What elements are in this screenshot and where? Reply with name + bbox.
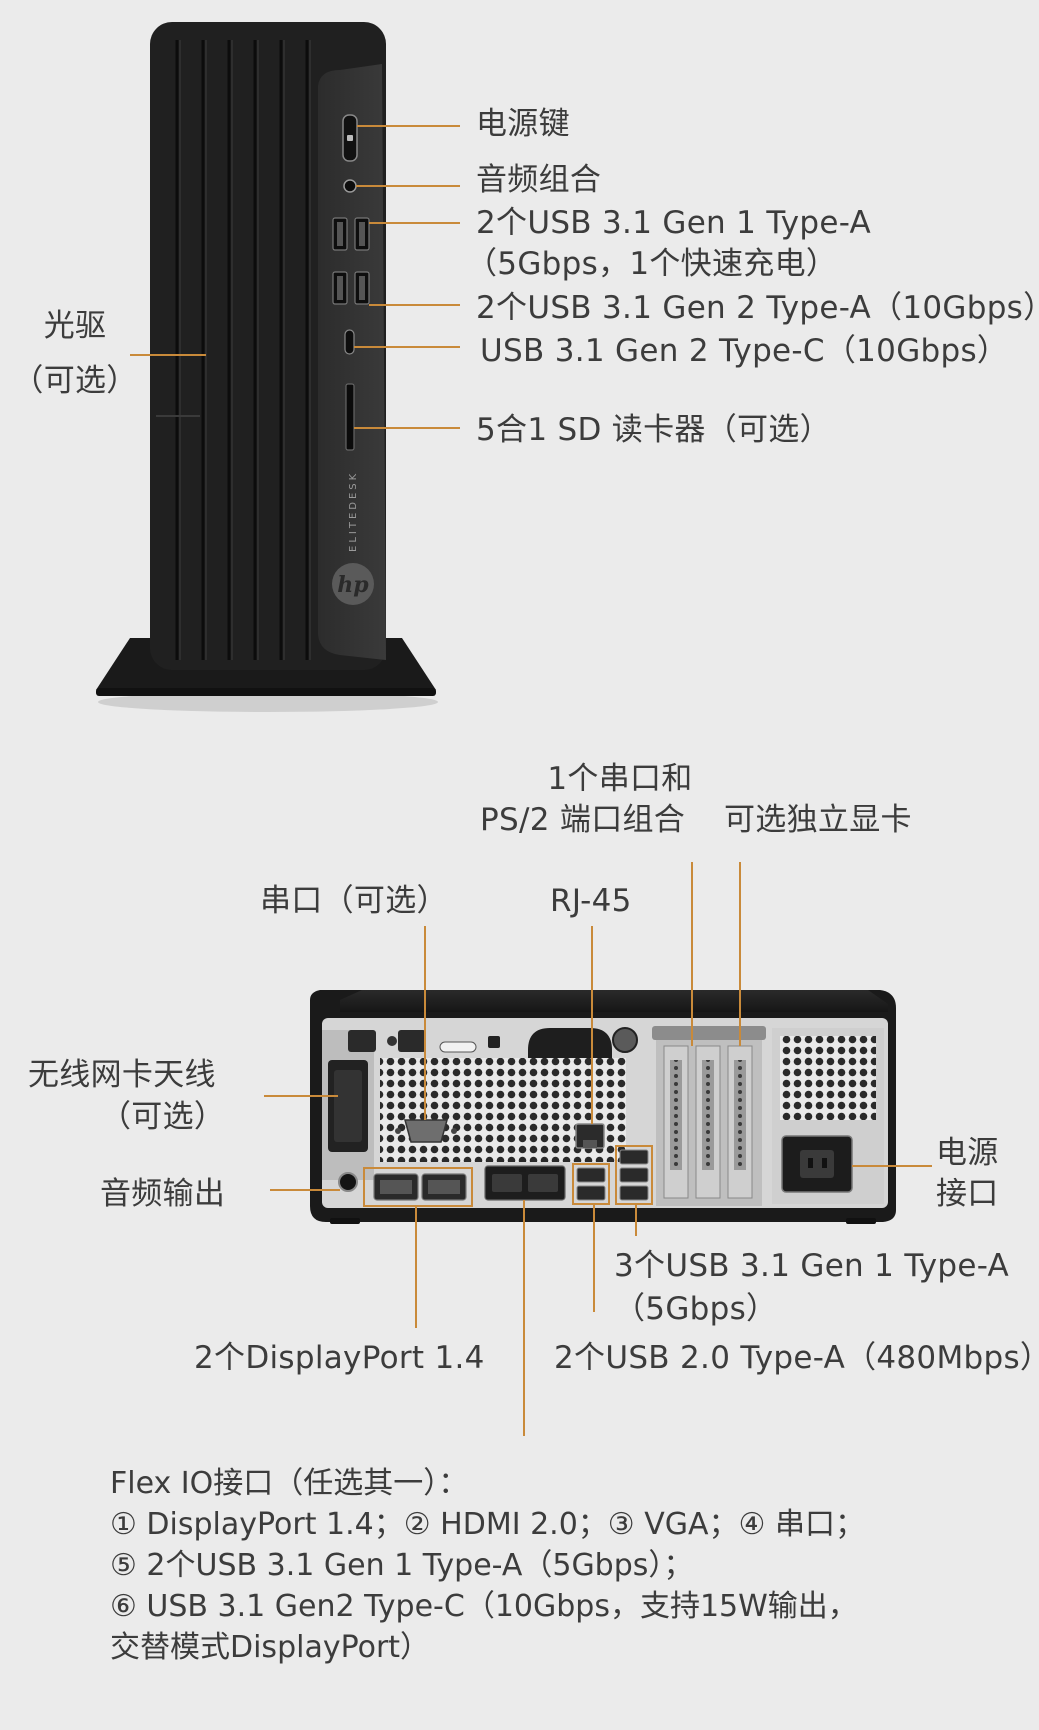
label-serial-ps2-line1: 1个串口和	[547, 761, 693, 797]
label-usb31-line1: 3个USB 3.1 Gen 1 Type-A	[614, 1248, 1010, 1284]
sd-reader-slot-icon	[345, 383, 355, 451]
label-usb31-line2: （5Gbps）	[614, 1291, 778, 1327]
label-wifi-line1: 无线网卡天线	[28, 1057, 216, 1093]
label-power-button: 电源键	[476, 106, 570, 142]
flex-io-line3: ⑤ 2个USB 3.1 Gen 1 Type-A（5Gbps）；	[110, 1548, 694, 1583]
label-wifi-line2: （可选）	[100, 1099, 226, 1135]
usb-gen2-ports-icon	[332, 271, 370, 305]
label-usb-gen2: 2个USB 3.1 Gen 2 Type-A（10Gbps）	[476, 290, 1039, 326]
rear-chassis	[310, 990, 896, 1224]
flex-io-line1: Flex IO接口（任选其一）：	[110, 1466, 469, 1501]
label-usb20: 2个USB 2.0 Type-A（480Mbps）	[554, 1340, 1039, 1376]
label-usb-gen1-line2: （5Gbps，1个快速充电）	[466, 246, 838, 282]
label-serial-optional: 串口（可选）	[260, 883, 448, 919]
front-leader-lines	[130, 125, 460, 429]
label-rj45: RJ-45	[550, 883, 632, 919]
flex-io-line2: ① DisplayPort 1.4；② HDMI 2.0；③ VGA；④ 串口；	[110, 1507, 865, 1542]
usb-gen1-ports-icon	[332, 217, 370, 251]
label-sd-reader: 5合1 SD 读卡器（可选）	[476, 412, 831, 448]
label-power-line1: 电源	[936, 1135, 999, 1171]
label-optical-line1: 光驱	[43, 308, 107, 344]
label-power-line2: 接口	[936, 1176, 999, 1212]
front-io-panel	[318, 64, 386, 660]
svg-text:hp: hp	[337, 572, 369, 598]
rear-leader-lines	[264, 862, 932, 1436]
serial-port-icon	[395, 1119, 457, 1143]
elitedesk-logo-text: ELITEDESK	[348, 471, 359, 552]
audio-jack-icon	[343, 179, 357, 193]
label-optical-line2: （可选）	[12, 363, 138, 399]
hp-logo-icon: hp	[332, 563, 374, 605]
front-tower: ELITEDESK hp	[96, 22, 438, 712]
label-serial-ps2-line2: PS/2 端口组合	[480, 802, 686, 838]
label-audio-combo: 音频组合	[476, 162, 602, 198]
label-usb-c: USB 3.1 Gen 2 Type-C（10Gbps）	[480, 333, 1009, 369]
label-discrete-gpu: 可选独立显卡	[724, 802, 912, 838]
label-audio-out: 音频输出	[100, 1176, 226, 1212]
rear-usb-stack-icon	[576, 1149, 649, 1201]
flex-io-description: Flex IO接口（任选其一）： ① DisplayPort 1.4；② HDM…	[110, 1463, 865, 1668]
audio-out-jack-icon	[338, 1172, 358, 1192]
flex-io-line5: 交替模式DisplayPort）	[110, 1630, 431, 1665]
label-usb-gen1-line1: 2个USB 3.1 Gen 1 Type-A	[476, 205, 872, 241]
usb-c-port-icon	[344, 329, 355, 355]
label-displayport: 2个DisplayPort 1.4	[194, 1340, 485, 1376]
flex-io-line4: ⑥ USB 3.1 Gen2 Type-C（10Gbps，支持15W输出，	[110, 1589, 858, 1624]
displayport-ports-icon	[373, 1173, 467, 1201]
